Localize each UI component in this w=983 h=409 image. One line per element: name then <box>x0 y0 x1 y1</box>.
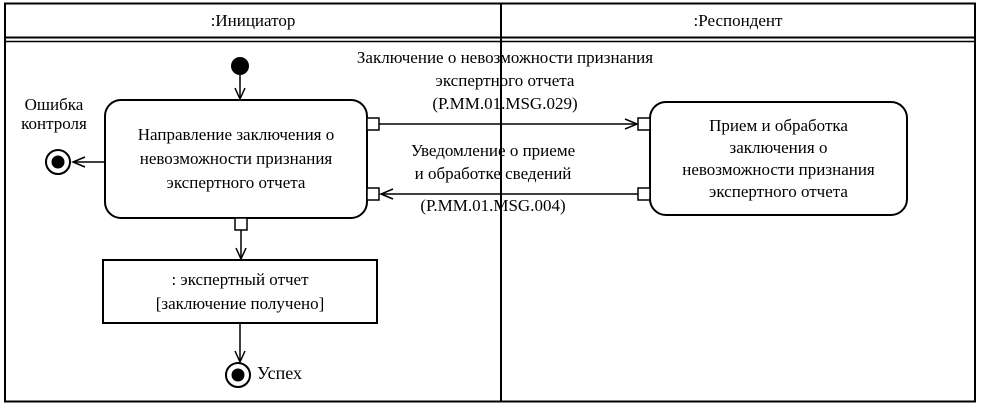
input-pin-left-activity <box>366 187 380 201</box>
error-final-label-line1: Ошибка <box>24 95 84 114</box>
left-activity-label-line3: экспертного отчета <box>166 173 306 192</box>
lane-header-initiator: :Инициатор <box>210 10 296 30</box>
swimlane-frame <box>4 2 976 403</box>
message-to-respondent-label: Заключение о невозможности признания экс… <box>310 46 700 115</box>
output-pin-left-activity <box>366 117 380 131</box>
message-to-respondent-code: (Р.ММ.01.MSG.029) <box>432 94 578 113</box>
right-activity-label-line1: Прием и обработка <box>709 115 848 135</box>
object-flow-arrow <box>235 230 247 261</box>
right-activity-box <box>649 101 908 216</box>
right-activity-label-line2: заключения о <box>729 137 828 157</box>
success-final-node <box>225 362 251 388</box>
right-activity-label-line3: невозможности признания <box>682 159 875 179</box>
lane-header-respondent: :Респондент <box>693 10 783 30</box>
message-to-initiator-code: (Р.ММ.01.MSG.004) <box>420 196 566 215</box>
error-final-label-line2: контроля <box>21 114 87 133</box>
error-final-label: Ошибка контроля <box>2 95 106 133</box>
initial-node <box>231 57 249 75</box>
message-to-initiator-line1: Уведомление о приеме <box>410 141 576 160</box>
message-to-initiator-line2: и обработке сведений <box>414 164 572 183</box>
object-node-label-line1: : экспертный отчет <box>171 269 309 289</box>
left-activity-label: Направление заключения о невозможности п… <box>105 100 367 218</box>
message-to-respondent-line1: Заключение о невозможности признания <box>356 48 654 67</box>
left-activity-label-line1: Направление заключения о <box>137 125 335 144</box>
input-pin-right-activity <box>637 117 651 131</box>
object-node-label: : экспертный отчет [заключение получено] <box>103 260 377 323</box>
control-flow-error-arrow <box>71 156 104 168</box>
error-final-node <box>45 149 71 175</box>
success-final-label: Успех <box>257 363 302 383</box>
control-flow-success-arrow <box>234 323 246 364</box>
left-activity-label-line2: невозможности признания <box>139 149 333 168</box>
message-to-initiator-label: Уведомление о приеме и обработке сведени… <box>337 139 649 185</box>
message-flow-to-initiator-arrow <box>379 188 638 200</box>
right-activity-label-line4: экспертного отчета <box>709 181 848 201</box>
message-flow-to-respondent-arrow <box>379 118 639 130</box>
control-flow-start-arrow <box>234 75 246 101</box>
right-activity-label: Прием и обработка заключения о невозможн… <box>650 102 907 215</box>
output-pin-left-activity-bottom <box>234 217 248 231</box>
object-node-label-line2: [заключение получено] <box>155 293 325 313</box>
message-to-respondent-line2: экспертного отчета <box>435 71 575 90</box>
